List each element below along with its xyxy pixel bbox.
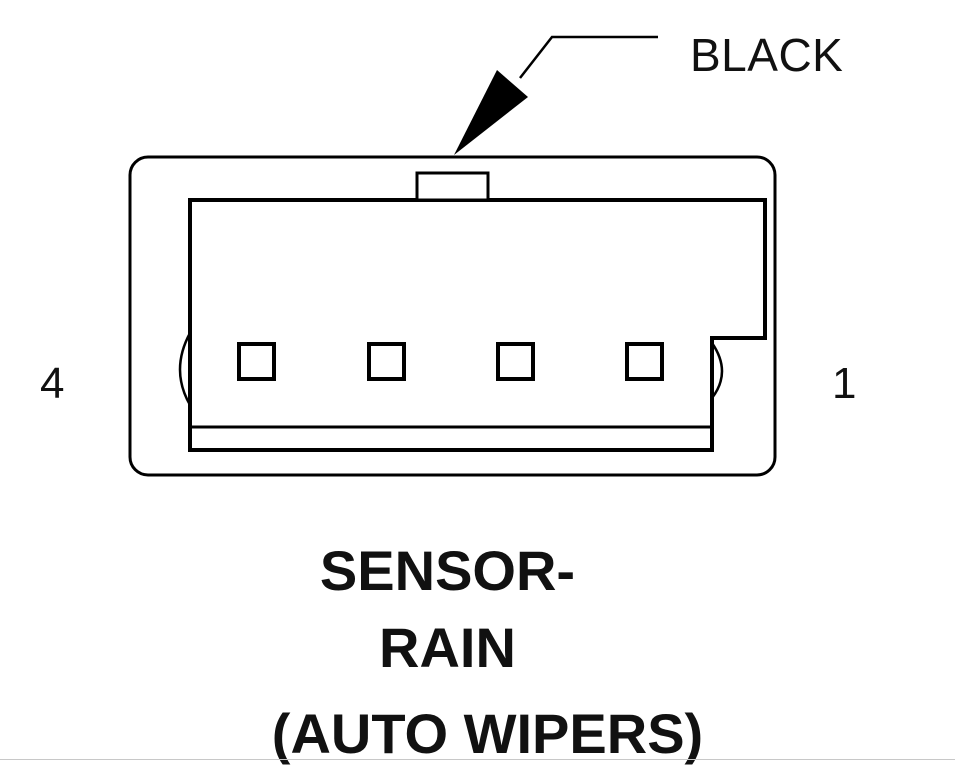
leader-line: [519, 35, 658, 79]
bottom-divider: [0, 759, 955, 760]
pin-cavity-4: [237, 342, 276, 381]
pin-cavities: [237, 342, 664, 381]
pin-cavity-1: [625, 342, 664, 381]
pin-number-left: 4: [40, 359, 65, 408]
connector-housing: [128, 155, 777, 477]
pin-cavity-3: [367, 342, 406, 381]
caption-line-2: RAIN: [379, 616, 516, 679]
connector-color-label: BLACK: [690, 29, 844, 81]
locking-tab: [415, 171, 490, 202]
connector-inner-body: [188, 198, 767, 452]
pin-cavity-2: [496, 342, 535, 381]
pin-number-right: 1: [832, 359, 857, 408]
caption-line-3: (AUTO WIPERS): [271, 702, 704, 765]
caption-line-1: SENSOR-: [319, 539, 576, 602]
left-latch: [178, 332, 192, 406]
arrow-icon: [454, 70, 528, 155]
right-latch: [710, 342, 724, 399]
